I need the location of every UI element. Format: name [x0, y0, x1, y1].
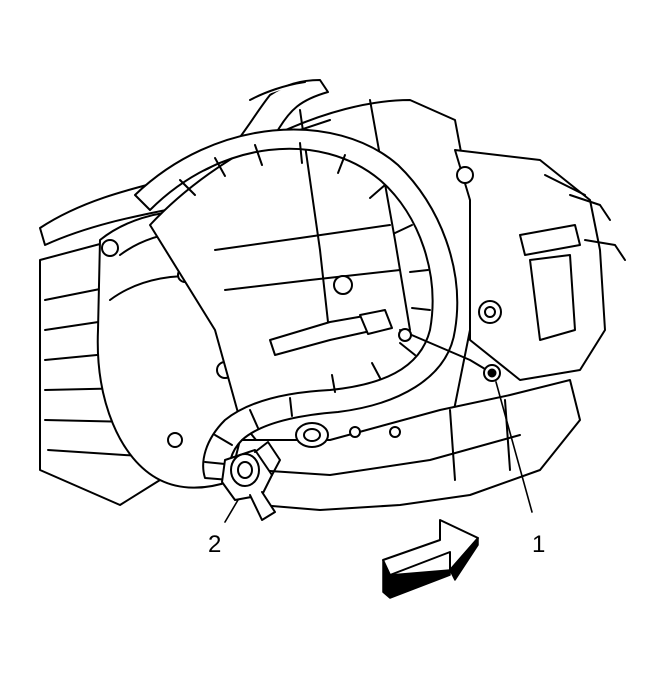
callout-2-label: 2 — [208, 531, 221, 558]
front-direction-arrow-icon — [382, 519, 479, 599]
sensor-assembly — [295, 422, 401, 448]
callout-2-leader — [224, 499, 239, 523]
bolt-icon — [483, 364, 501, 382]
harness-branch — [398, 328, 491, 373]
electrical-connector-icon — [221, 441, 281, 521]
callout-1-leader — [495, 381, 533, 513]
extension-housing — [454, 149, 626, 381]
callout-1-label: 1 — [532, 531, 545, 558]
